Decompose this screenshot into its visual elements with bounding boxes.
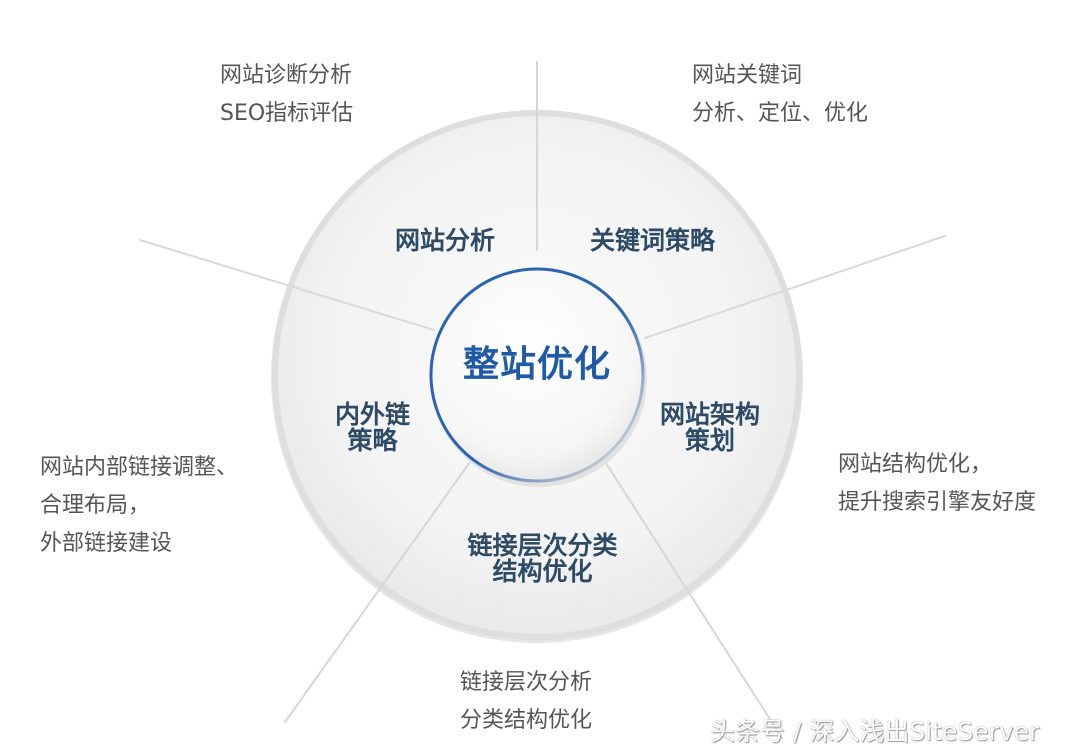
description-internal-links: 网站内部链接调整、 合理布局， 外部链接建设 (40, 449, 238, 563)
segment-label: 网站分析 (394, 226, 495, 255)
segment-keyword-strategy: 关键词策略 (570, 228, 735, 254)
description-line: 网站内部链接调整、 (40, 455, 239, 480)
description-keyword-analysis: 网站关键词 分析、定位、优化 (692, 57, 868, 133)
segment-label: 策划 (684, 426, 735, 455)
segment-label: 内外链 (334, 400, 410, 429)
description-line: 外部链接建设 (40, 531, 173, 556)
description-line: 分类结构优化 (460, 708, 593, 733)
segment-link-strategy: 内外链 策略 (320, 402, 425, 454)
segment-website-analysis: 网站分析 (380, 228, 510, 254)
divider-lines (139, 61, 946, 739)
center-hub (429, 267, 647, 487)
segment-link-hierarchy: 链接层次分类 结构优化 (445, 533, 640, 585)
description-line: 合理布局， (40, 493, 151, 518)
segment-label: 策略 (347, 426, 398, 455)
segment-label: 关键词策略 (589, 226, 715, 255)
watermark: 头条号 / 深入浅出SiteServer (710, 717, 1040, 746)
segment-label: 链接层次分类 (467, 531, 618, 560)
segment-label: 网站架构 (659, 400, 760, 429)
description-line: 分析、定位、优化 (692, 101, 869, 126)
center-title: 整站优化 (462, 344, 611, 385)
segment-label: 结构优化 (492, 557, 593, 586)
segment-site-architecture: 网站架构 策划 (645, 402, 775, 454)
description-line: 链接层次分析 (460, 670, 593, 695)
description-line: 网站诊断分析 (220, 63, 353, 88)
description-structure-optimization: 网站结构优化， 提升搜索引擎友好度 (838, 446, 1036, 522)
description-line: SEO指标评估 (220, 101, 354, 126)
description-line: 提升搜索引擎友好度 (838, 490, 1037, 515)
description-line: 网站结构优化， (838, 452, 993, 477)
description-website-diagnosis: 网站诊断分析 SEO指标评估 (220, 57, 353, 133)
description-link-hierarchy: 链接层次分析 分类结构优化 (460, 664, 592, 740)
description-line: 网站关键词 (692, 63, 803, 88)
